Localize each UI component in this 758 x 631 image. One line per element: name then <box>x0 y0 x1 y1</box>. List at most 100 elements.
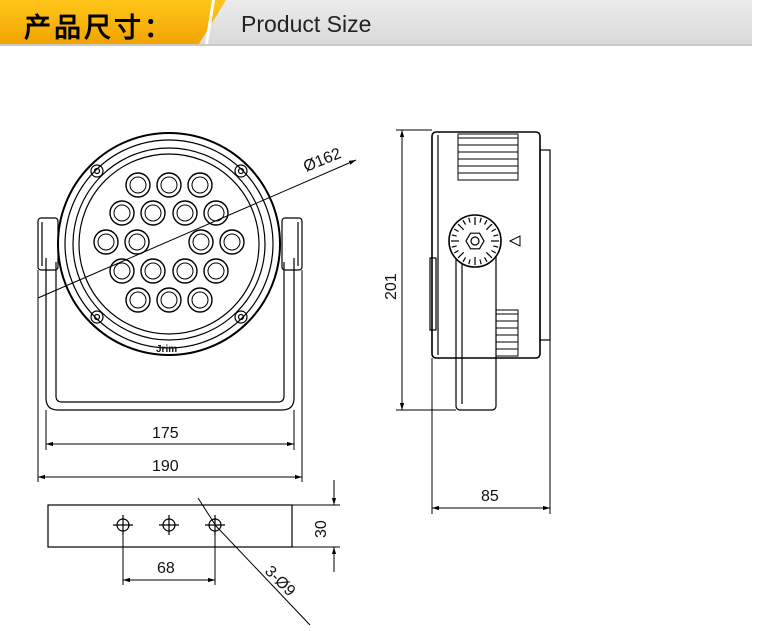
led-lens-inner <box>129 176 147 194</box>
dial-pointer <box>508 235 521 247</box>
header-accent <box>0 0 226 44</box>
base-plate-outline <box>47 504 293 548</box>
housing-outer <box>57 132 281 356</box>
dimension-overall-width-label: 190 <box>152 458 179 475</box>
led-lens <box>140 258 166 284</box>
led-lens-inner <box>129 291 147 309</box>
dimension-bracket-width-label: 175 <box>152 425 179 442</box>
led-lens-inner <box>176 204 194 222</box>
led-lens-inner <box>97 233 115 251</box>
led-lens <box>203 200 229 226</box>
dimension-hole-spacing-label: 68 <box>157 560 175 577</box>
led-lens-inner <box>223 233 241 251</box>
bezel-screws <box>90 164 248 324</box>
dimension-base-height: 30 <box>292 480 340 572</box>
bracket-yoke-inner <box>55 262 285 403</box>
pivot-knob-left <box>37 217 59 271</box>
dial-tick <box>483 257 488 263</box>
dial-tick <box>491 228 497 233</box>
dimension-base-height-label: 30 <box>313 520 330 538</box>
base-plate <box>47 504 293 548</box>
lens-bezel <box>72 147 266 341</box>
dimension-depth: 85 <box>431 340 551 514</box>
led-array <box>93 172 245 313</box>
led-lens-inner <box>176 262 194 280</box>
cooling-fins-bottom <box>495 309 519 357</box>
pivot-knob-right <box>281 217 303 271</box>
front-lens-ring <box>539 149 551 341</box>
dial-tick <box>451 245 457 248</box>
led-lens-inner <box>113 262 131 280</box>
dial-tick <box>451 234 457 237</box>
led-lens <box>125 172 151 198</box>
mounting-hole-2 <box>159 515 179 535</box>
dial-tick <box>468 259 471 265</box>
led-lens-inner <box>160 176 178 194</box>
dial-tick <box>453 249 459 254</box>
dimension-overall-width: 190 <box>37 270 303 482</box>
led-lens <box>172 258 198 284</box>
led-lens-inner <box>191 291 209 309</box>
dial-tick <box>479 259 482 265</box>
dimension-bracket-width: 175 <box>45 410 295 450</box>
dimension-height: 201 <box>383 129 456 411</box>
led-lens <box>187 287 213 313</box>
dial-hex-nut <box>465 232 485 250</box>
dial-tick <box>462 219 467 225</box>
mounting-hole-1 <box>113 515 133 535</box>
led-lens <box>93 229 119 255</box>
led-lens <box>187 172 213 198</box>
lens-edge <box>78 153 260 335</box>
dial-tick <box>453 228 459 233</box>
led-lens-inner <box>192 233 210 251</box>
front-view: Jrim <box>37 132 303 411</box>
dimension-hole-spacing: 68 <box>122 535 216 585</box>
dial-tick <box>457 223 465 231</box>
dial-tick <box>457 251 465 259</box>
led-lens <box>219 229 245 255</box>
dial-tick <box>479 217 482 223</box>
dimension-depth-label: 85 <box>481 488 499 505</box>
led-lens <box>188 229 214 255</box>
led-lens <box>156 172 182 198</box>
led-lens <box>124 229 150 255</box>
led-lens <box>125 287 151 313</box>
led-lens-inner <box>128 233 146 251</box>
header-title-cn: 产品尺寸： <box>24 13 174 44</box>
dimension-mounting-holes-label: 3-Ø9 <box>261 563 298 600</box>
led-lens-inner <box>113 204 131 222</box>
cooling-fins-top <box>457 133 519 181</box>
side-view <box>429 131 551 411</box>
led-lens <box>109 258 135 284</box>
dial-tick <box>483 219 488 225</box>
led-lens-inner <box>144 262 162 280</box>
led-lens <box>140 200 166 226</box>
led-lens-inner <box>207 262 225 280</box>
dial-ticks <box>451 217 499 265</box>
header-title-en: Product Size <box>241 11 372 37</box>
section-header: 产品尺寸： Product Size <box>0 0 752 46</box>
dial-tick <box>462 257 467 263</box>
led-lens-inner <box>144 204 162 222</box>
dial-tick <box>493 234 499 237</box>
led-lens <box>172 200 198 226</box>
fin-block <box>457 133 519 181</box>
dial-tick <box>491 249 497 254</box>
side-bracket-block <box>429 257 437 331</box>
housing-ring <box>64 139 274 349</box>
led-lens-inner <box>191 176 209 194</box>
bracket-yoke <box>45 258 295 411</box>
dial-tick <box>485 251 493 259</box>
header-underline <box>0 44 752 46</box>
header-separator <box>205 0 215 44</box>
led-lens-inner <box>160 291 178 309</box>
dial-tick <box>468 217 471 223</box>
led-lens <box>203 258 229 284</box>
brand-logo: Jrim <box>156 344 177 355</box>
dial-tick <box>485 223 493 231</box>
dimension-height-label: 201 <box>383 273 400 300</box>
led-lens <box>109 200 135 226</box>
led-lens <box>156 287 182 313</box>
dial-tick <box>493 245 499 248</box>
